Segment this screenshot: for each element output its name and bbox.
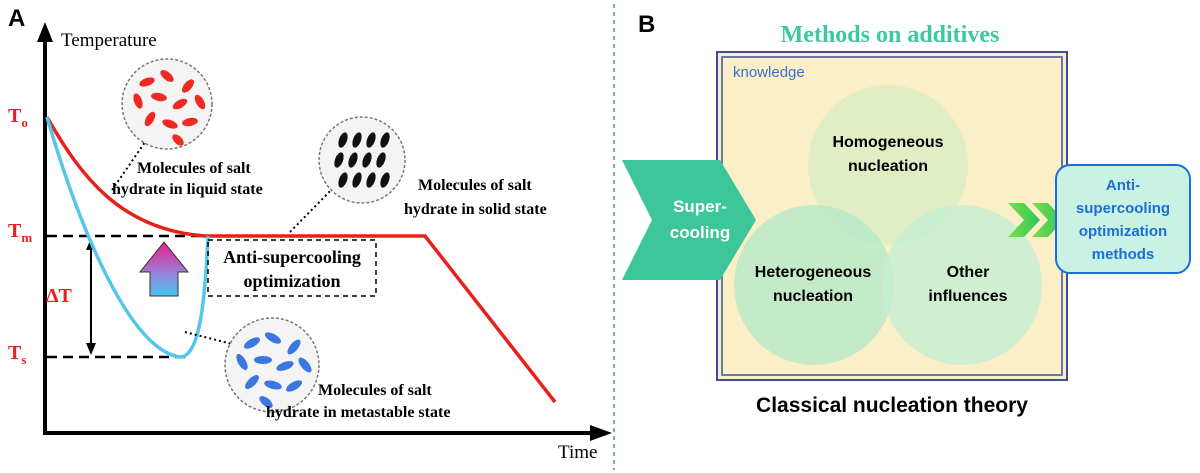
- x-axis-arrowhead: [590, 425, 612, 441]
- result-box: [1055, 164, 1191, 274]
- t-o-label: To: [8, 105, 28, 130]
- y-axis-arrowhead: [37, 22, 53, 42]
- knowledge-label: knowledge: [733, 64, 805, 81]
- anti-supercooling-arrow: [138, 241, 190, 297]
- result-line3: optimization: [1079, 223, 1167, 240]
- solid-leader: [289, 182, 339, 233]
- liquid-leader: [111, 134, 151, 191]
- heterogeneous-line2: nucleation: [773, 288, 853, 305]
- heterogeneous-circle: [734, 205, 894, 365]
- solid-caption-line2: hydrate in solid state: [404, 201, 547, 218]
- anti-supercooling-line2: optimization: [244, 271, 341, 291]
- other-influences-circle: [882, 205, 1042, 365]
- liquid-caption-line1: Molecules of salt: [137, 160, 251, 177]
- supercooling-chevron: [622, 160, 756, 280]
- homogeneous-line2: nucleation: [848, 158, 928, 175]
- other-line2: influences: [928, 288, 1007, 305]
- delta-t-label: ΔT: [46, 285, 73, 307]
- liquid-caption-line2: hydrate in liquid state: [112, 181, 263, 198]
- anti-supercooling-box: [207, 239, 377, 297]
- t-s-label: Ts: [8, 342, 26, 367]
- x-axis-label: Time: [558, 442, 597, 463]
- metastable-caption-line1: Molecules of salt: [318, 382, 432, 399]
- result-line2: supercooling: [1076, 200, 1170, 217]
- liquid-molecules-circle: [121, 58, 213, 150]
- solid-caption-line1: Molecules of salt: [418, 177, 532, 194]
- homogeneous-circle: [808, 85, 968, 245]
- metastable-leader: [184, 331, 233, 345]
- panel-b-title: Methods on additives: [781, 22, 1000, 48]
- classical-theory-label: Classical nucleation theory: [756, 394, 1028, 417]
- result-line1: Anti-: [1106, 177, 1140, 194]
- t-m-label: Tm: [8, 220, 32, 245]
- chevron-1-icon: [1008, 203, 1040, 237]
- supercooled-curve: [45, 116, 210, 359]
- normal-cooling-curve: [45, 116, 557, 404]
- anti-supercooling-line1: Anti-supercooling: [223, 247, 361, 267]
- y-axis-label: Temperature: [61, 30, 157, 51]
- panel-a-letter: A: [8, 5, 25, 32]
- heterogeneous-line1: Heterogeneous: [755, 264, 872, 281]
- other-line1: Other: [947, 264, 990, 281]
- homogeneous-line1: Homogeneous: [832, 134, 943, 151]
- result-line4: methods: [1092, 246, 1155, 263]
- panel-b-letter: B: [638, 11, 655, 38]
- metastable-molecules-circle: [224, 317, 320, 413]
- panel-b: B Methods on additives knowledge Homogen…: [622, 11, 1191, 417]
- supercooling-line2: cooling: [670, 223, 730, 242]
- solid-molecules-circle: [318, 116, 406, 204]
- metastable-caption-line2: hydrate in metastable state: [266, 404, 450, 421]
- panel-a: A Temperature Time To Tm Ts ΔT Anti-supe…: [8, 5, 612, 463]
- supercooling-line1: Super-: [673, 197, 727, 216]
